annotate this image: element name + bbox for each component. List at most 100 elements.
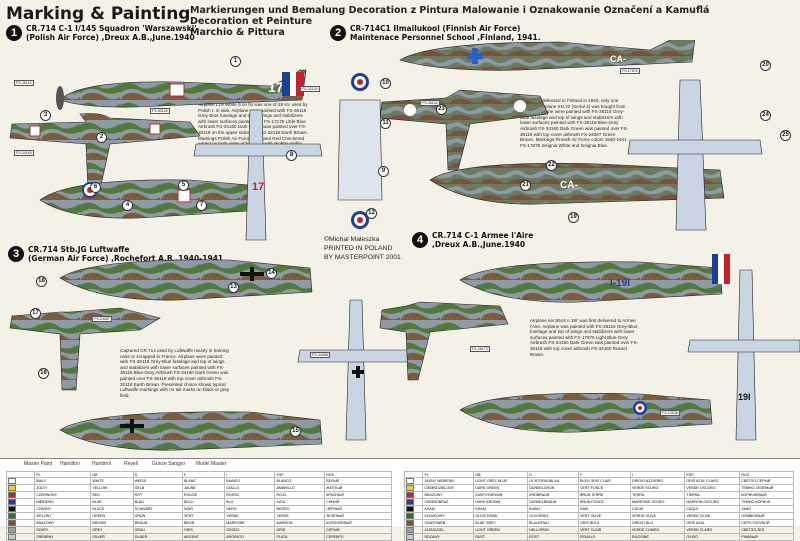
table-cell: DUNKELGRÜN [527, 484, 580, 493]
callout-23: 23 [436, 104, 447, 115]
color-swatch-cell [403, 498, 424, 507]
table-cell: BRAZOWY [34, 519, 92, 528]
table-cell: HELLGRÜN [527, 526, 580, 535]
option-1-title: CR.714 C-1 I/145 Squadron 'Warszawski' [26, 24, 197, 33]
callout-20: 20 [760, 60, 771, 71]
table-cell: SREBRNY [34, 533, 92, 541]
opt1-side-view: 17 [56, 69, 307, 110]
table-cell: SILBER [132, 533, 184, 541]
option-2-notes: One of six delivered to Finland in 1940,… [520, 98, 629, 148]
table-cell: VERDE CHIARO [630, 526, 686, 535]
fs-label: FS-36118 [420, 100, 440, 106]
table-cell: LIGHT GREY BLUE [473, 477, 529, 486]
roundels-column [337, 73, 383, 229]
fs-label: FS-24087 [92, 316, 112, 322]
color-swatch [406, 499, 414, 506]
table-cell: КРАСНЫЙ [324, 491, 392, 500]
opt2-side-view: CA- [399, 40, 696, 71]
table-cell: BRUN TERRE [578, 491, 632, 500]
callout-11: 11 [380, 118, 391, 129]
color-swatch [406, 513, 414, 520]
table-cell: GRÜN [132, 512, 184, 521]
callout-18: 18 [36, 276, 47, 287]
table-cell: ТЕМНО-КОРИЧН. [739, 498, 794, 507]
color-swatch [406, 534, 414, 541]
table-cell: RDZAWY [422, 533, 475, 541]
table-cell: NIEBIESKI [34, 498, 92, 507]
table-cell: ОЛИВКОВЫЙ [739, 512, 794, 521]
table-cell: GRIS BLEU [578, 519, 632, 528]
table-cell: RED [90, 491, 134, 500]
table-cell: ZOLTY [34, 484, 92, 493]
col-header: I [224, 470, 276, 479]
col-header: RUS [324, 470, 392, 479]
fs-label: FS-30118 [150, 108, 170, 114]
table-cell: CIEMNOBRAZ. [422, 498, 475, 507]
table-cell: BLAUGRAU [527, 519, 580, 528]
color-swatch [8, 485, 16, 492]
option-1-badge: 1 [6, 25, 22, 41]
option-3-badge: 3 [8, 246, 24, 262]
opt1-top-view [9, 113, 201, 191]
legend-brand-gunze: Gunze Sangyo [152, 461, 186, 467]
fs-label: FS-17875 [620, 68, 640, 74]
table-cell: BIANCO [224, 477, 276, 486]
table-cell: OXIDO [684, 533, 741, 541]
color-swatch-cell [5, 477, 36, 486]
table-cell: BIALY [34, 477, 92, 486]
table-cell: GRIS AZUL CLARO [684, 477, 741, 486]
table-cell: CACHI [630, 505, 686, 514]
table-cell: GRIGIO AZZURRO [630, 477, 686, 486]
legend-brand-modelmaster: Model Master [196, 461, 227, 467]
table-cell: BLEU GRIS CLAIR [578, 477, 632, 486]
color-swatch [8, 527, 16, 534]
fs-label: FS-36173 [470, 346, 490, 352]
table-cell: ARGENT [182, 533, 226, 541]
table-cell: JASNOZIEL. [422, 526, 475, 535]
languages-line-2: Decoration et Peinture [190, 16, 313, 27]
table-cell: GRIS [182, 526, 226, 535]
table-cell: GRIS AZUL [684, 519, 741, 528]
col-header: F [182, 470, 226, 479]
table-cell: BLUE GREY [473, 519, 529, 528]
table-cell: OLIVGRÜN [527, 512, 580, 521]
table-cell: СЕРО-ГОЛУБОЙ [739, 519, 794, 528]
table-cell: ROJO [274, 491, 326, 500]
callout-8: 8 [286, 150, 297, 161]
table-cell: VERT CLAIR [578, 526, 632, 535]
fs-label: FS-34088 [310, 352, 330, 358]
table-cell: EARTH BROWN [473, 491, 529, 500]
opt4-side-view: I-19I [459, 254, 730, 303]
table-cell: BLU [224, 498, 276, 507]
callout-17: 17 [30, 308, 41, 319]
table-cell: MARRON OSCURO [684, 498, 741, 507]
callout-10: 10 [380, 78, 391, 89]
languages-line-1: Markierungen und Bemalung Decoration z P… [190, 5, 710, 16]
page-title: Marking & Painting [6, 4, 191, 24]
table-cell: CIEMNOZIELONY [422, 484, 475, 493]
callout-2: 2 [96, 132, 107, 143]
table-cell: DARK BROWN [473, 498, 529, 507]
callout-6: 6 [90, 182, 101, 193]
option-4-subtitle: ,Dreux A.B.,June.1940 [432, 240, 526, 249]
table-cell: OLIWKOWY [422, 512, 475, 521]
callout-3: 3 [40, 110, 51, 121]
table-cell: ТЕМНО-ЗЕЛЁНЫЙ [739, 484, 794, 493]
table-cell: СВЕТЛО-СЕРЫЙ [739, 477, 794, 486]
option-3-notes: Captured CR.714 used by Luftwaffe mainly… [120, 348, 230, 398]
table-cell: VERDE OLIVA [630, 512, 686, 521]
credit-printed: PRINTED IN POLAND [324, 245, 393, 252]
table-cell: CZARNY [34, 505, 92, 514]
table-cell: PLATA [274, 533, 326, 541]
color-swatch-cell [5, 526, 36, 535]
table-cell: DUNKELBRAUN [527, 498, 580, 507]
